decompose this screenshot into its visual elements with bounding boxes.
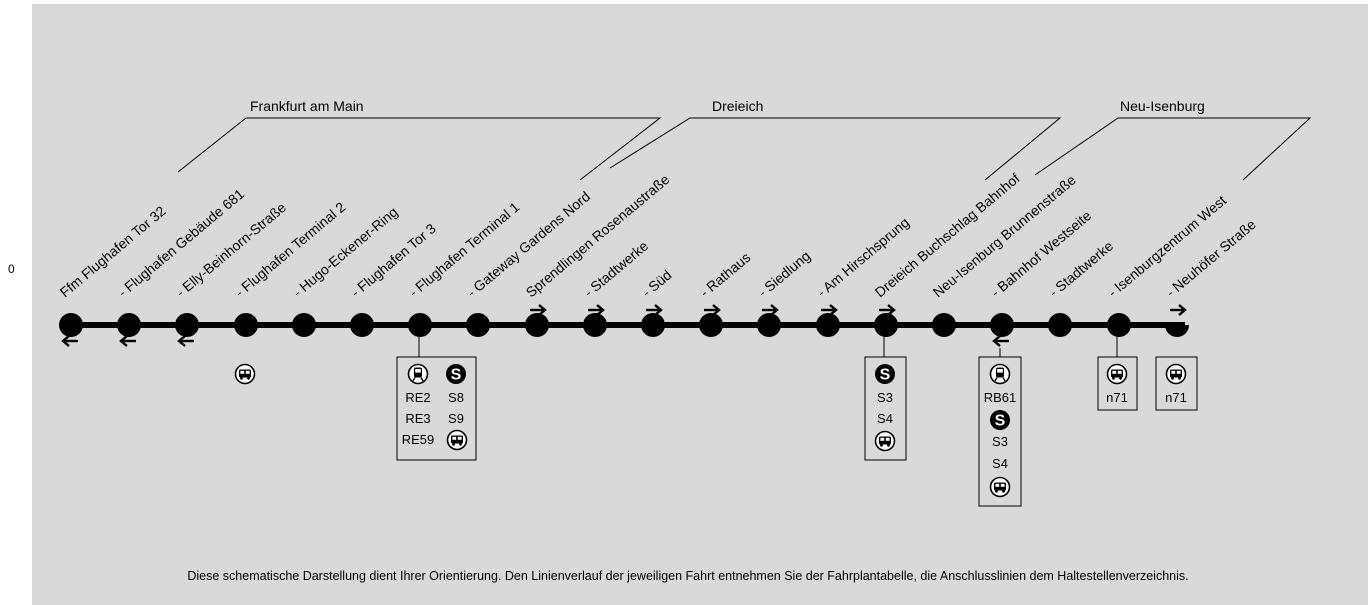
- train-icon: [407, 363, 429, 385]
- stop-marker: [408, 313, 432, 337]
- connections-westseite-box: [978, 356, 1022, 507]
- stop-marker: [874, 313, 898, 337]
- stop-marker: [699, 313, 723, 337]
- stop-marker: [1107, 313, 1131, 337]
- bus-icon: [989, 476, 1011, 498]
- train-icon: [989, 363, 1011, 385]
- connection-rail-line: RE3: [405, 411, 430, 426]
- stop-marker: [757, 313, 781, 337]
- stop-label: - Am Hirschsprung: [814, 214, 912, 300]
- connection-rail-line: RE2: [405, 390, 430, 405]
- stop-marker: [932, 313, 956, 337]
- region-label-dreieich: Dreieich: [712, 98, 763, 114]
- bus-icon: [1165, 363, 1187, 385]
- stop-label: - Flughafen Terminal 1: [406, 199, 523, 301]
- stop-label: - Rathaus: [697, 249, 754, 300]
- connection-sbahn-line: S3: [992, 434, 1008, 449]
- bus-icon: [1106, 363, 1128, 385]
- bus-icon: [446, 429, 468, 451]
- connection-rail-line: RB61: [984, 390, 1017, 405]
- connections-isenburgzentrum-box: [1097, 356, 1138, 411]
- bus-icon: [234, 363, 256, 385]
- footnote: Diese schematische Darstellung dient Ihr…: [187, 569, 1188, 583]
- stop-marker: [1165, 325, 1189, 337]
- axis-label: 0: [8, 262, 15, 276]
- connection-rail-line: RE59: [402, 432, 435, 447]
- connections-buchschlag-box: [864, 356, 907, 461]
- stop-marker: [525, 313, 549, 337]
- region-brackets: [177, 117, 1312, 181]
- region-label-frankfurt: Frankfurt am Main: [250, 98, 364, 114]
- connection-bus-line: n71: [1106, 390, 1128, 405]
- route-diagram-panel: [32, 4, 1368, 605]
- arrow-left-icon: [61, 334, 80, 348]
- stop-marker: [641, 313, 665, 337]
- stop-label: - Siedlung: [755, 248, 814, 301]
- stop-label: Ffm Flughafen Tor 32: [57, 203, 169, 301]
- region-label-neu-isenburg: Neu-Isenburg: [1120, 98, 1205, 114]
- stop-marker: [583, 313, 607, 337]
- s-bahn-icon: [990, 410, 1010, 430]
- stop-marker: [990, 313, 1014, 337]
- connection-sbahn-line: S3: [877, 390, 893, 405]
- connection-sbahn-line: S4: [992, 456, 1008, 471]
- stop-marker: [350, 313, 374, 337]
- stop-marker: [234, 313, 258, 337]
- connection-sbahn-line: S4: [877, 411, 893, 426]
- connection-bus-line: n71: [1165, 390, 1187, 405]
- connections-terminal1-box: [396, 356, 477, 461]
- stop-label: - Elly-Beinhorn-Straße: [173, 199, 290, 300]
- stop-label: - Hugo-Eckener-Ring: [290, 204, 401, 301]
- s-bahn-icon: [446, 364, 466, 384]
- stop-marker: [292, 313, 316, 337]
- arrow-left-icon: [177, 334, 196, 348]
- connections-neuhoefer-box: [1155, 356, 1198, 411]
- stop-marker: [59, 313, 83, 337]
- s-bahn-icon: [875, 364, 895, 384]
- stop-marker: [816, 313, 840, 337]
- stop-label: - Bahnhof Westseite: [988, 207, 1095, 300]
- stop-marker: [117, 313, 141, 337]
- stop-label: - Flughafen Terminal 2: [232, 199, 349, 301]
- arrow-left-icon: [119, 334, 138, 348]
- stop-marker: [1048, 313, 1072, 337]
- stop-label: - Süd: [639, 267, 675, 301]
- arrow-right-icon: [1168, 303, 1187, 317]
- connection-sbahn-line: S8: [448, 390, 464, 405]
- connection-sbahn-line: S9: [448, 411, 464, 426]
- bus-icon: [874, 430, 896, 452]
- stop-marker: [466, 313, 490, 337]
- stop-marker: [175, 313, 199, 337]
- arrow-left-icon: [992, 334, 1011, 348]
